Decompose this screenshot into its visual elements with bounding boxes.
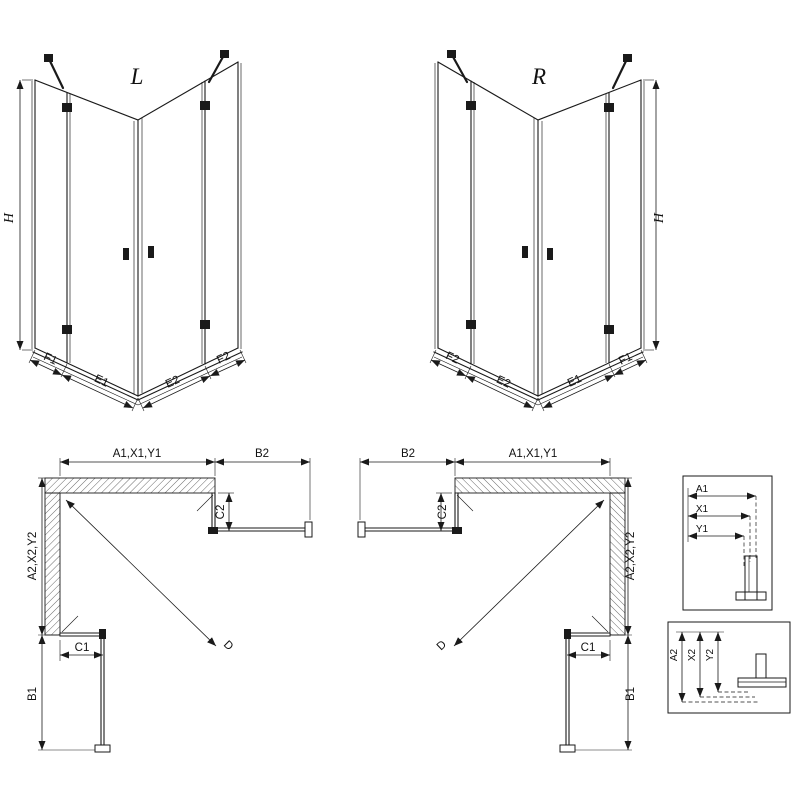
- dim-label-f2-right: F2: [444, 350, 461, 367]
- dim-label-c1-right: C1: [581, 642, 596, 654]
- view-label-left: L: [130, 64, 144, 89]
- dim-label-e1-left: E1: [92, 373, 110, 390]
- dim-label-e1-right: E1: [566, 373, 584, 390]
- plan-view-left: A1,X1,Y1 B2 A2,X2,Y2 C2 C1 B1 D: [27, 448, 312, 752]
- dim-label-e2-right: E2: [494, 374, 512, 391]
- dim-label-b1-left: B1: [27, 687, 39, 701]
- plan-view-right: B2 A1,X1,Y1 A2,X2,Y2 C2 C1 B1 D: [358, 448, 637, 752]
- dim-label-a2-right: A2,X2,Y2: [625, 532, 637, 581]
- perspective-view-left: L H F1 E1 E2 F2: [2, 50, 246, 411]
- dim-label-f2-left: F2: [215, 350, 232, 367]
- plan-right-linework: [358, 458, 632, 752]
- dim-label-b2-left: B2: [255, 448, 269, 460]
- dim-label-c1-left: C1: [75, 642, 90, 654]
- wall-profile-section-bottom: [737, 653, 787, 688]
- dim-label-a1-right: A1,X1,Y1: [509, 448, 558, 460]
- dim-label-f1-right: F1: [617, 351, 634, 368]
- dim-label-f1-left: F1: [42, 351, 59, 368]
- dim-label-height-left: H: [2, 212, 17, 224]
- perspective-view-right: R H F2 E2 E1 F1: [430, 50, 667, 411]
- dim-label-d-right: D: [435, 639, 449, 653]
- dim-label-a1-left: A1,X1,Y1: [113, 448, 162, 460]
- dim-label-b1-right: B1: [625, 687, 637, 701]
- detail-label-y2: Y2: [705, 648, 716, 661]
- detail-label-x2: X2: [687, 648, 698, 661]
- dim-label-c2-right: C2: [437, 505, 449, 520]
- detail-box-top: A1 X1 Y1: [682, 475, 773, 611]
- detail-label-a2: A2: [669, 648, 680, 661]
- dim-label-a2-left: A2,X2,Y2: [27, 532, 39, 581]
- dim-label-height-right: H: [652, 212, 667, 224]
- dim-label-b2-right: B2: [401, 448, 415, 460]
- detail-box-bottom: A2 X2 Y2: [667, 621, 791, 714]
- detail-label-y1: Y1: [696, 524, 709, 535]
- detail-label-a1: A1: [696, 484, 709, 495]
- dim-label-e2-left: E2: [164, 374, 182, 391]
- detail-label-x1: X1: [696, 504, 709, 515]
- wall-profile-section-top: [735, 555, 767, 601]
- plan-left-linework: [38, 458, 312, 752]
- dim-label-c2-left: C2: [215, 505, 227, 520]
- view-label-right: R: [531, 64, 546, 89]
- dim-label-d-left: D: [221, 639, 235, 653]
